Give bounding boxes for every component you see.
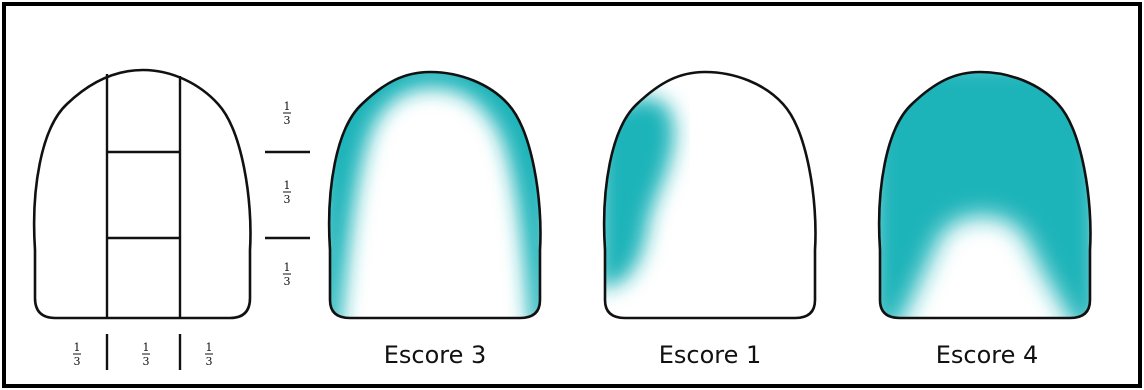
- row-fraction-bottom: 1 3: [283, 261, 291, 288]
- stain-region: [598, 98, 674, 290]
- column-fraction-middle: 1 3: [142, 341, 150, 368]
- tooth-score-4: Escore 4: [870, 60, 1100, 369]
- column-fraction-right: 1 3: [205, 341, 213, 368]
- svg-text:3: 3: [284, 275, 291, 288]
- score-label: Escore 3: [384, 341, 487, 369]
- row-fraction-middle: 1 3: [283, 179, 291, 206]
- tooth-outline: [34, 70, 250, 318]
- score-label: Escore 4: [936, 341, 1039, 369]
- stain-region: [870, 60, 1100, 330]
- svg-text:1: 1: [284, 100, 291, 113]
- svg-text:3: 3: [74, 355, 81, 368]
- stain-region: [320, 60, 550, 330]
- svg-text:1: 1: [284, 261, 291, 274]
- svg-text:3: 3: [284, 114, 291, 127]
- svg-text:1: 1: [206, 341, 213, 354]
- svg-text:3: 3: [143, 355, 150, 368]
- tooth-score-1: Escore 1: [598, 72, 815, 369]
- svg-text:3: 3: [284, 193, 291, 206]
- row-fraction-top: 1 3: [283, 100, 291, 127]
- column-fraction-left: 1 3: [73, 341, 81, 368]
- svg-text:1: 1: [74, 341, 81, 354]
- svg-text:1: 1: [143, 341, 150, 354]
- svg-text:1: 1: [284, 179, 291, 192]
- score-label: Escore 1: [659, 341, 762, 369]
- svg-text:3: 3: [206, 355, 213, 368]
- tooth-grid-reference: [34, 70, 250, 318]
- tooth-score-3: Escore 3: [320, 60, 550, 369]
